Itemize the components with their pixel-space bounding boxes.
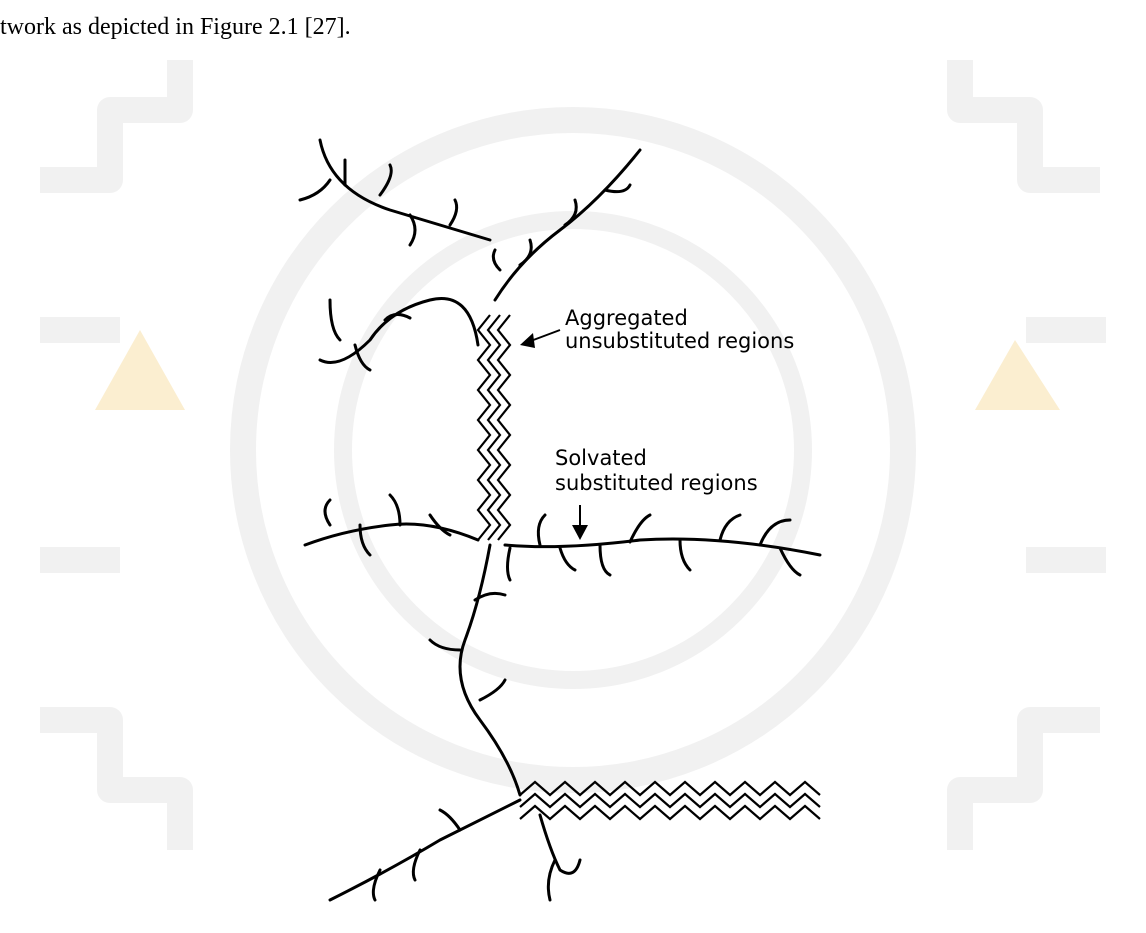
aggregated-label-line1: Aggregated (565, 306, 688, 330)
solvated-label-line1: Solvated (555, 446, 647, 470)
solvated-arrow (572, 505, 588, 540)
aggregated-label-line2: unsubstituted regions (565, 329, 794, 353)
aggregated-arrow (520, 330, 560, 348)
aggregated-helix-vertical (478, 315, 510, 540)
solvated-label-line2: substituted regions (555, 471, 758, 495)
